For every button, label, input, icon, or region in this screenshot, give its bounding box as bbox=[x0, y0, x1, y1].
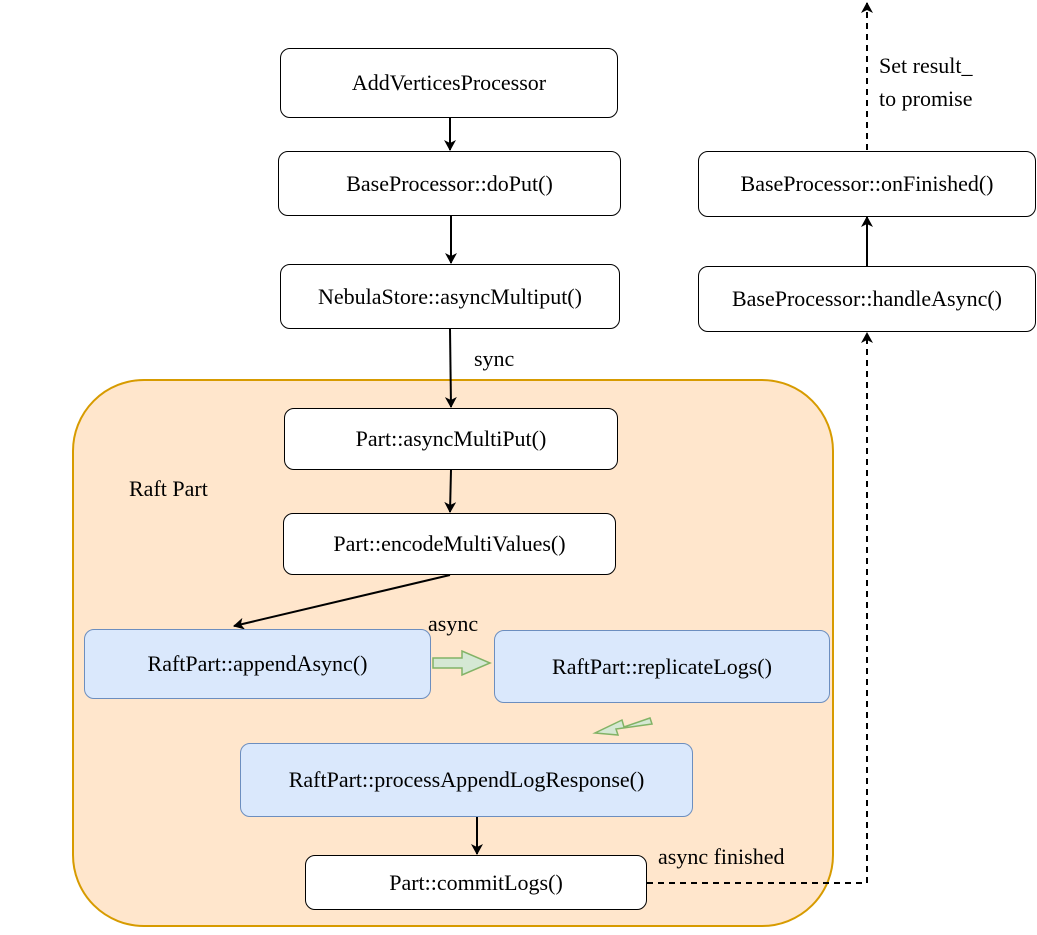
node-base-processor-doput: BaseProcessor::doPut() bbox=[278, 151, 621, 216]
node-base-processor-handleasync: BaseProcessor::handleAsync() bbox=[698, 266, 1036, 332]
edge-part-encode bbox=[444, 469, 457, 513]
node-part-asyncmultiput: Part::asyncMultiPut() bbox=[284, 408, 618, 470]
edge-label-sync: sync bbox=[474, 346, 515, 371]
node-part-encodemultivalues: Part::encodeMultiValues() bbox=[283, 513, 616, 575]
node-base-processor-onfinished: BaseProcessor::onFinished() bbox=[698, 151, 1036, 217]
edge-label-set-result-line2: to promise bbox=[879, 86, 973, 111]
raft-part-label: Raft Part bbox=[129, 476, 208, 501]
edge-label-async-finished: async finished bbox=[658, 844, 785, 869]
node-nebula-store-asyncmultiput: NebulaStore::asyncMultiput() bbox=[280, 264, 620, 329]
edge-commit-handle-async-finished bbox=[647, 332, 873, 884]
edge-label-async: async bbox=[428, 611, 479, 636]
node-raftpart-processappendlogresponse: RaftPart::processAppendLogResponse() bbox=[240, 743, 693, 817]
node-raftpart-replicatelogs: RaftPart::replicateLogs() bbox=[494, 630, 830, 703]
node-raftpart-appendasync: RaftPart::appendAsync() bbox=[84, 629, 431, 699]
node-part-commitlogs: Part::commitLogs() bbox=[305, 855, 647, 910]
edge-encode-append bbox=[233, 574, 451, 630]
green-arrow-right-icon bbox=[432, 649, 492, 677]
edge-label-set-result-line1: Set result_ bbox=[879, 53, 973, 78]
node-add-vertices-processor: AddVerticesProcessor bbox=[280, 48, 618, 118]
green-arrow-down-left-icon bbox=[592, 717, 653, 736]
edge-store-part-sync bbox=[444, 328, 457, 408]
